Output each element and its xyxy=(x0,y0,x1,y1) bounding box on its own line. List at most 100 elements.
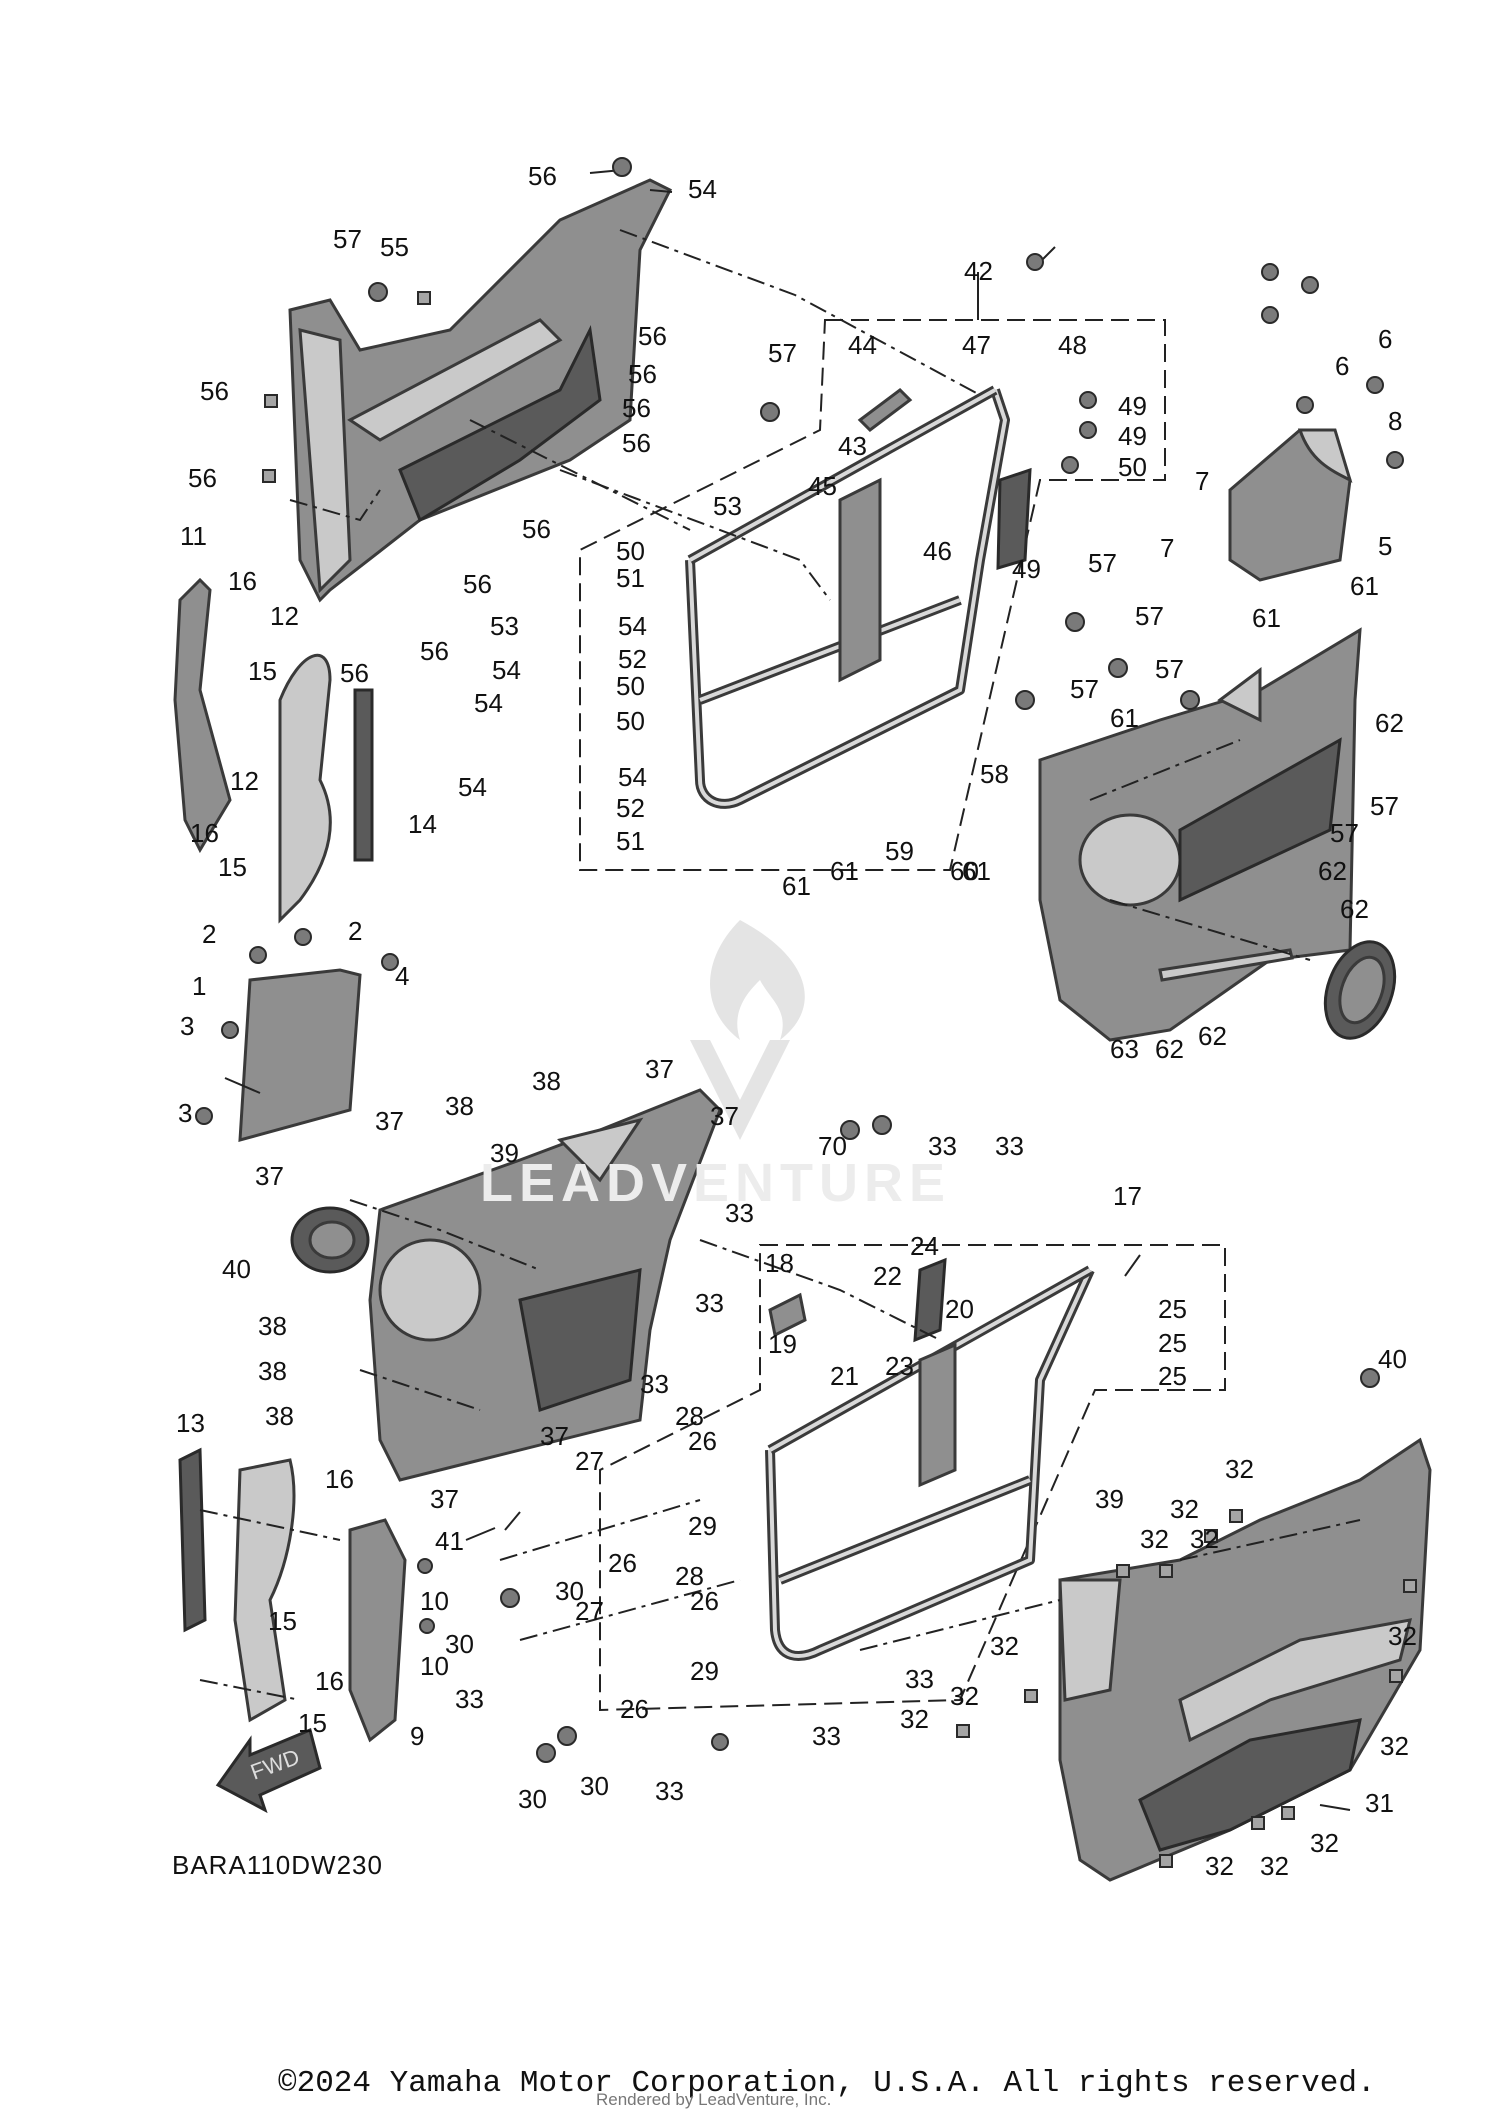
callout-32: 32 xyxy=(1310,1828,1339,1858)
callout-37: 37 xyxy=(645,1054,674,1084)
callout-3: 3 xyxy=(180,1011,194,1041)
door-trim-9 xyxy=(348,1518,407,1743)
callout-43: 44 xyxy=(848,330,877,360)
callout-40: 41 xyxy=(435,1526,464,1556)
callout-15: 15 xyxy=(298,1708,327,1738)
callout-4: 4 xyxy=(395,961,409,991)
callout-28: 28 xyxy=(675,1561,704,1591)
callout-27: 27 xyxy=(575,1446,604,1476)
callout-50: 50 xyxy=(616,706,645,736)
callout-47: 48 xyxy=(1058,330,1087,360)
callout-26: 26 xyxy=(688,1426,717,1456)
callout-57: 61 xyxy=(830,856,859,886)
callout-54: 54 xyxy=(474,688,503,718)
callout-62: 57 xyxy=(1370,791,1399,821)
callout-15: 15 xyxy=(218,852,247,882)
callout-22: 22 xyxy=(873,1261,902,1291)
callout-27: 27 xyxy=(575,1596,604,1626)
callout-36: 37 xyxy=(255,1161,284,1191)
callout-30: 30 xyxy=(580,1771,609,1801)
door-outer-panel-31 xyxy=(1058,1437,1432,1882)
callout-57: 61 xyxy=(962,856,991,886)
callout-58: 61 xyxy=(1350,571,1379,601)
callout-45: 46 xyxy=(923,536,952,566)
callout-62: 57 xyxy=(333,224,362,254)
callout-25: 25 xyxy=(1158,1328,1187,1358)
door-outer-panel-55 xyxy=(288,178,673,603)
speaker-grille-39 xyxy=(290,1206,370,1274)
callout-52: 53 xyxy=(713,491,742,521)
callout-57: 58 xyxy=(980,759,1009,789)
hinge-bracket-14 xyxy=(353,688,374,862)
callout-56: 56 xyxy=(200,376,229,406)
callout-61: 62 xyxy=(1198,1021,1227,1051)
callout-54: 54 xyxy=(492,655,521,685)
callout-20: 20 xyxy=(945,1294,974,1324)
callout-6: 6 xyxy=(1378,324,1392,354)
callout-62: 57 xyxy=(1155,654,1184,684)
callout-60: 61 xyxy=(1252,603,1281,633)
callout-13: 13 xyxy=(176,1408,205,1438)
callout-16: 16 xyxy=(315,1666,344,1696)
callout-26: 26 xyxy=(608,1548,637,1578)
callout-32: 32 xyxy=(1225,1454,1254,1484)
callout-57: 60 xyxy=(950,856,979,886)
callout-51: 52 xyxy=(616,793,645,823)
callout-29: 29 xyxy=(690,1656,719,1686)
callout-15: 15 xyxy=(248,656,277,686)
callout-62: 57 xyxy=(1330,818,1359,848)
callout-56: 56 xyxy=(463,569,492,599)
callout-38: 38 xyxy=(445,1091,474,1121)
callout-12: 12 xyxy=(230,766,259,796)
callout-15: 15 xyxy=(268,1606,297,1636)
callout-37: 38 xyxy=(258,1356,287,1386)
callout-39: 40 xyxy=(222,1254,251,1284)
callout-12: 12 xyxy=(270,601,299,631)
callout-57: 57 xyxy=(768,338,797,368)
callout-24: 24 xyxy=(910,1231,939,1261)
callout-38: 39 xyxy=(1095,1484,1124,1514)
callout-37: 37 xyxy=(540,1421,569,1451)
callout-35: 37 xyxy=(375,1106,404,1136)
callout-18: 18 xyxy=(765,1248,794,1278)
callout-37: 38 xyxy=(258,1311,287,1341)
callout-49: 49 xyxy=(1118,421,1147,451)
callout-56: 56 xyxy=(188,463,217,493)
callout-42: 43 xyxy=(838,431,867,461)
callout-48: 49 xyxy=(1012,554,1041,584)
callout-17: 17 xyxy=(1113,1181,1142,1211)
callout-61: 62 xyxy=(1340,894,1369,924)
callout-32: 32 xyxy=(1260,1851,1289,1881)
callout-56: 56 xyxy=(622,393,651,423)
callout-56: 56 xyxy=(638,321,667,351)
callout-32: 32 xyxy=(1170,1494,1199,1524)
callout-32: 32 xyxy=(1140,1524,1169,1554)
hinge-bracket-13 xyxy=(178,1447,207,1633)
callout-2: 2 xyxy=(348,916,362,946)
callout-32: 32 xyxy=(950,1681,979,1711)
callout-14: 14 xyxy=(408,809,437,839)
callout-49: 49 xyxy=(1118,391,1147,421)
callout-30: 30 xyxy=(555,1576,584,1606)
callout-33: 33 xyxy=(455,1684,484,1714)
callout-38: 39 xyxy=(490,1138,519,1168)
door-frame-41-group xyxy=(579,319,1166,871)
callout-53: 54 xyxy=(618,611,647,641)
callout-54: 54 xyxy=(458,772,487,802)
callout-49: 50 xyxy=(1118,452,1147,482)
callout-1: 1 xyxy=(192,971,206,1001)
leadventure-watermark-logo xyxy=(690,920,805,1140)
callout-62: 56 xyxy=(528,161,557,191)
door-frame-17-group xyxy=(599,1244,1226,1712)
callout-57: 57 xyxy=(1070,674,1099,704)
callout-52: 52 xyxy=(618,644,647,674)
callout-31: 31 xyxy=(1365,1788,1394,1818)
callout-33: 33 xyxy=(695,1288,724,1318)
door-trim-panel-58 xyxy=(1038,627,1362,1042)
callout-56: 56 xyxy=(340,658,369,688)
callout-33: 33 xyxy=(655,1776,684,1806)
callout-50: 50 xyxy=(616,671,645,701)
callout-30: 30 xyxy=(518,1784,547,1814)
callout-21: 21 xyxy=(830,1361,859,1391)
